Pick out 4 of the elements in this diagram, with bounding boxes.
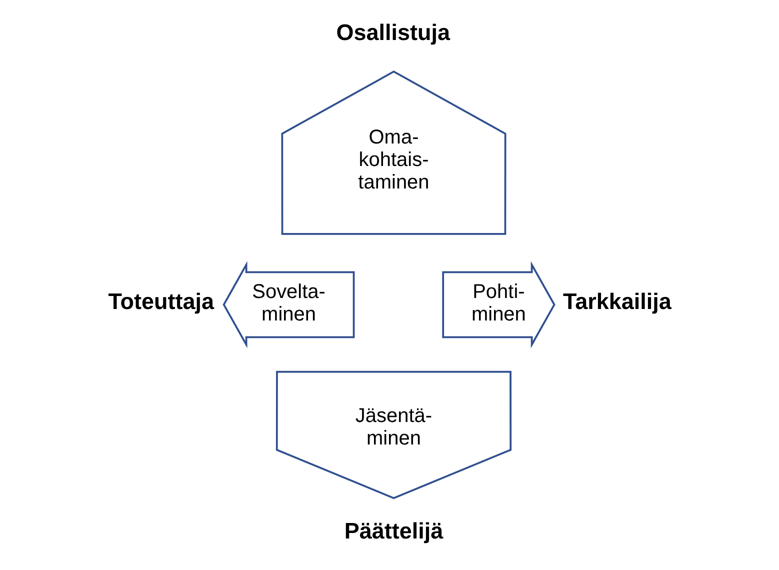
node-label: Tarkkailija <box>562 288 671 314</box>
node-label: Toteuttaja <box>108 288 214 314</box>
node-label: Osallistuja <box>336 20 450 45</box>
node-label: Päättelijä <box>344 518 443 544</box>
